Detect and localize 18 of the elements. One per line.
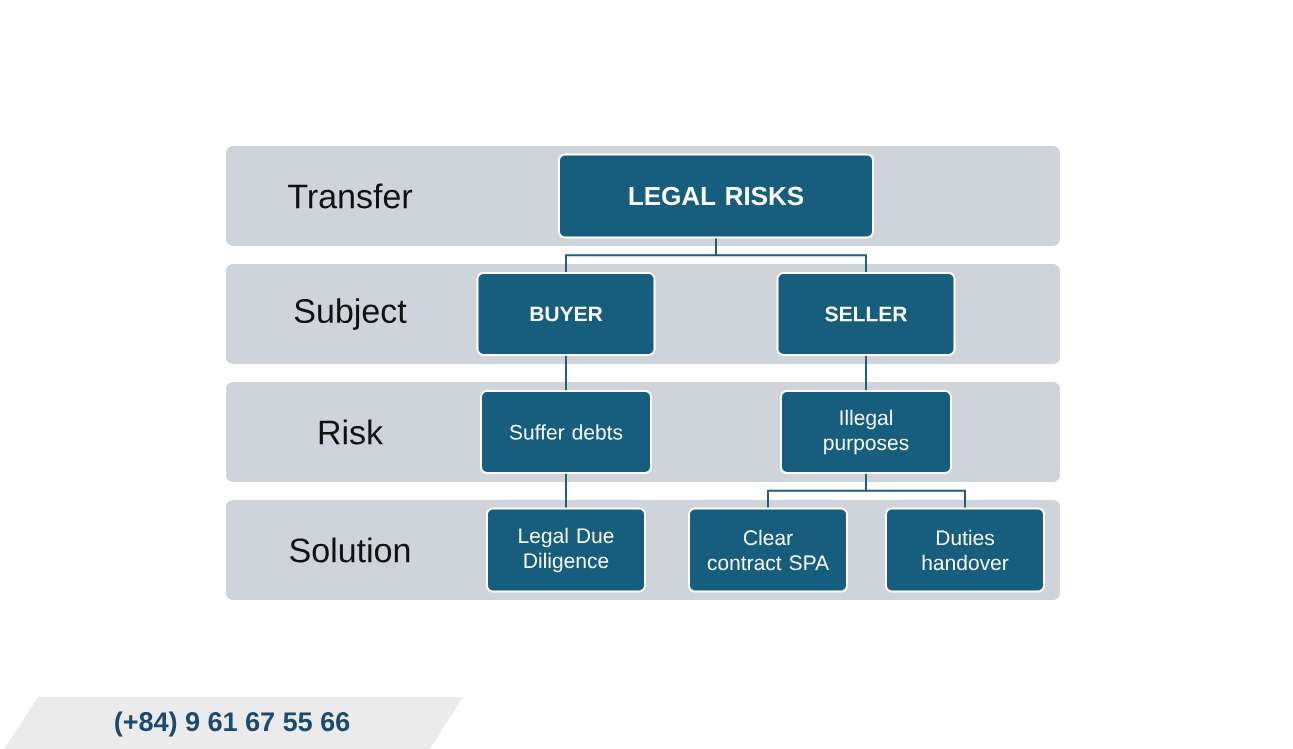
hierarchy-box: SELLER [776,272,956,356]
connector [565,355,567,391]
connector [715,254,867,273]
hierarchy-box: LEGAL RISKS [558,153,874,239]
connector [767,489,867,509]
connector [865,473,867,492]
hierarchy-box: BUYER [476,272,656,356]
connector [565,473,567,509]
connector [565,254,717,273]
hierarchy-box: Illegal purposes [780,390,952,474]
hierarchy-box: Legal Due Diligence [486,507,646,593]
phone-number: (+84) 9 61 67 55 66 [4,697,463,749]
hierarchy-box: Duties handover [885,507,1045,593]
connector [715,237,717,257]
connector [865,489,966,509]
connector [865,355,867,391]
hierarchy-box: Suffer debts [480,390,652,474]
hierarchy-box: Clear contract SPA [688,507,848,593]
